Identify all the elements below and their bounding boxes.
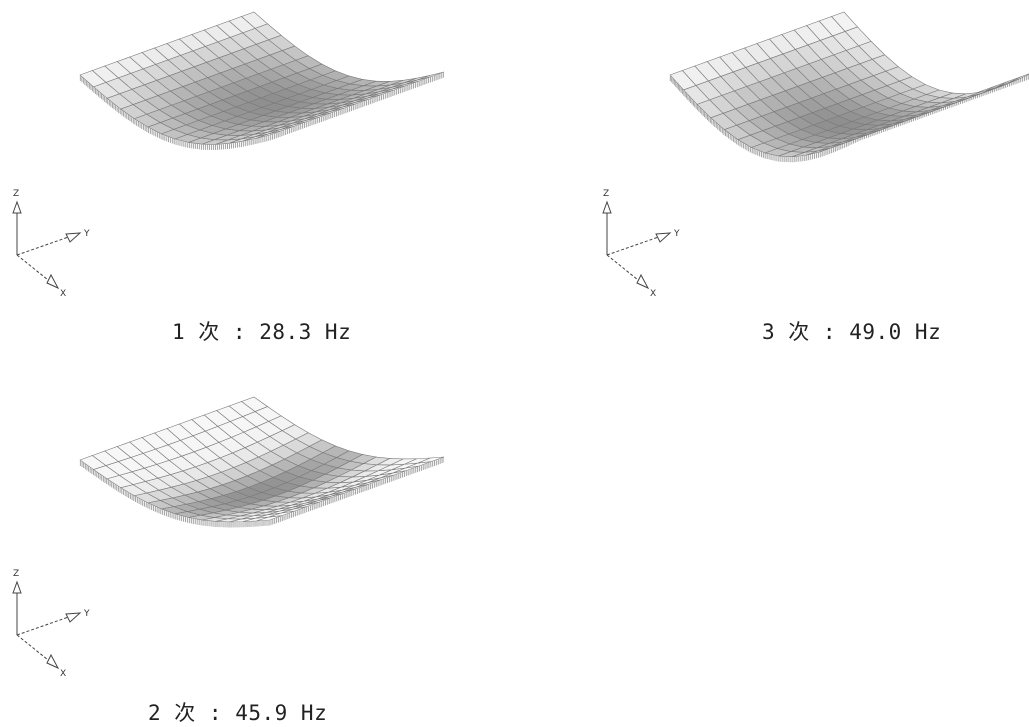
y-axis-label: Y: [83, 229, 90, 239]
edge-stroke: [79, 458, 445, 525]
x-axis-arrow-icon: [636, 273, 650, 290]
z-axis-label: Z: [13, 569, 19, 579]
mode-3-axes-triad: Z Y X: [602, 189, 680, 299]
z-axis-label: Z: [13, 189, 19, 199]
edge-stroke: [79, 460, 445, 527]
mode-3-caption: 3 次 : 49.0 Hz: [762, 320, 942, 344]
axes-triad: [12, 580, 82, 670]
x-axis-line: [16, 634, 59, 669]
mode-3-plate: [669, 11, 1029, 163]
edge-stroke: [669, 77, 1029, 162]
mode-2-panel: Z Y X 2 次 : 45.9 Hz: [0, 360, 460, 727]
x-axis-label: X: [60, 669, 66, 679]
axes-triad: [602, 200, 672, 290]
mode-2-plate: [79, 396, 445, 528]
x-axis-label: X: [650, 289, 656, 299]
y-axis-label: Y: [83, 609, 90, 619]
edge-stroke: [669, 76, 1029, 161]
mode-2-caption: 2 次 : 45.9 Hz: [148, 701, 328, 725]
x-axis-arrow-icon: [46, 653, 60, 670]
x-axis-line: [16, 254, 59, 289]
y-axis-arrow-icon: [65, 612, 82, 623]
plate-mesh: [79, 11, 445, 145]
z-axis-arrow-icon: [12, 580, 22, 594]
edge-stroke: [79, 459, 445, 526]
plate-edge-band: [79, 457, 445, 528]
x-axis-arrow-icon: [46, 273, 60, 290]
mode-1-panel: Z Y X 1 次 : 28.3 Hz: [0, 0, 460, 360]
z-axis-label: Z: [603, 189, 609, 199]
edge-stroke: [79, 75, 445, 149]
edge-stroke: [79, 73, 445, 147]
mode-1-plate: [79, 11, 445, 150]
plate-mesh: [669, 11, 1029, 158]
mesh-cell: [417, 456, 445, 464]
plate-edge-band: [79, 72, 445, 150]
plate-mesh: [79, 396, 445, 523]
edge-stroke: [79, 76, 445, 150]
x-axis-label: X: [60, 289, 66, 299]
z-axis-arrow-icon: [602, 200, 612, 214]
mode-1-axes-triad: Z Y X: [12, 189, 90, 299]
edge-stroke: [669, 78, 1029, 163]
y-axis-arrow-icon: [655, 232, 672, 243]
mesh-cell: [1007, 73, 1029, 84]
edge-stroke: [79, 72, 445, 146]
edge-stroke: [79, 457, 445, 524]
edge-stroke: [79, 74, 445, 148]
edge-stroke: [79, 461, 445, 528]
y-axis-label: Y: [673, 229, 680, 239]
y-axis-arrow-icon: [65, 232, 82, 243]
x-axis-line: [606, 254, 649, 289]
mode-1-caption: 1 次 : 28.3 Hz: [172, 320, 352, 344]
axes-triad: [12, 200, 82, 290]
mode-3-panel: Z Y X 3 次 : 49.0 Hz: [590, 0, 1029, 360]
z-axis-arrow-icon: [12, 200, 22, 214]
mode-2-axes-triad: Z Y X: [12, 569, 90, 679]
mesh-cell: [417, 71, 445, 81]
